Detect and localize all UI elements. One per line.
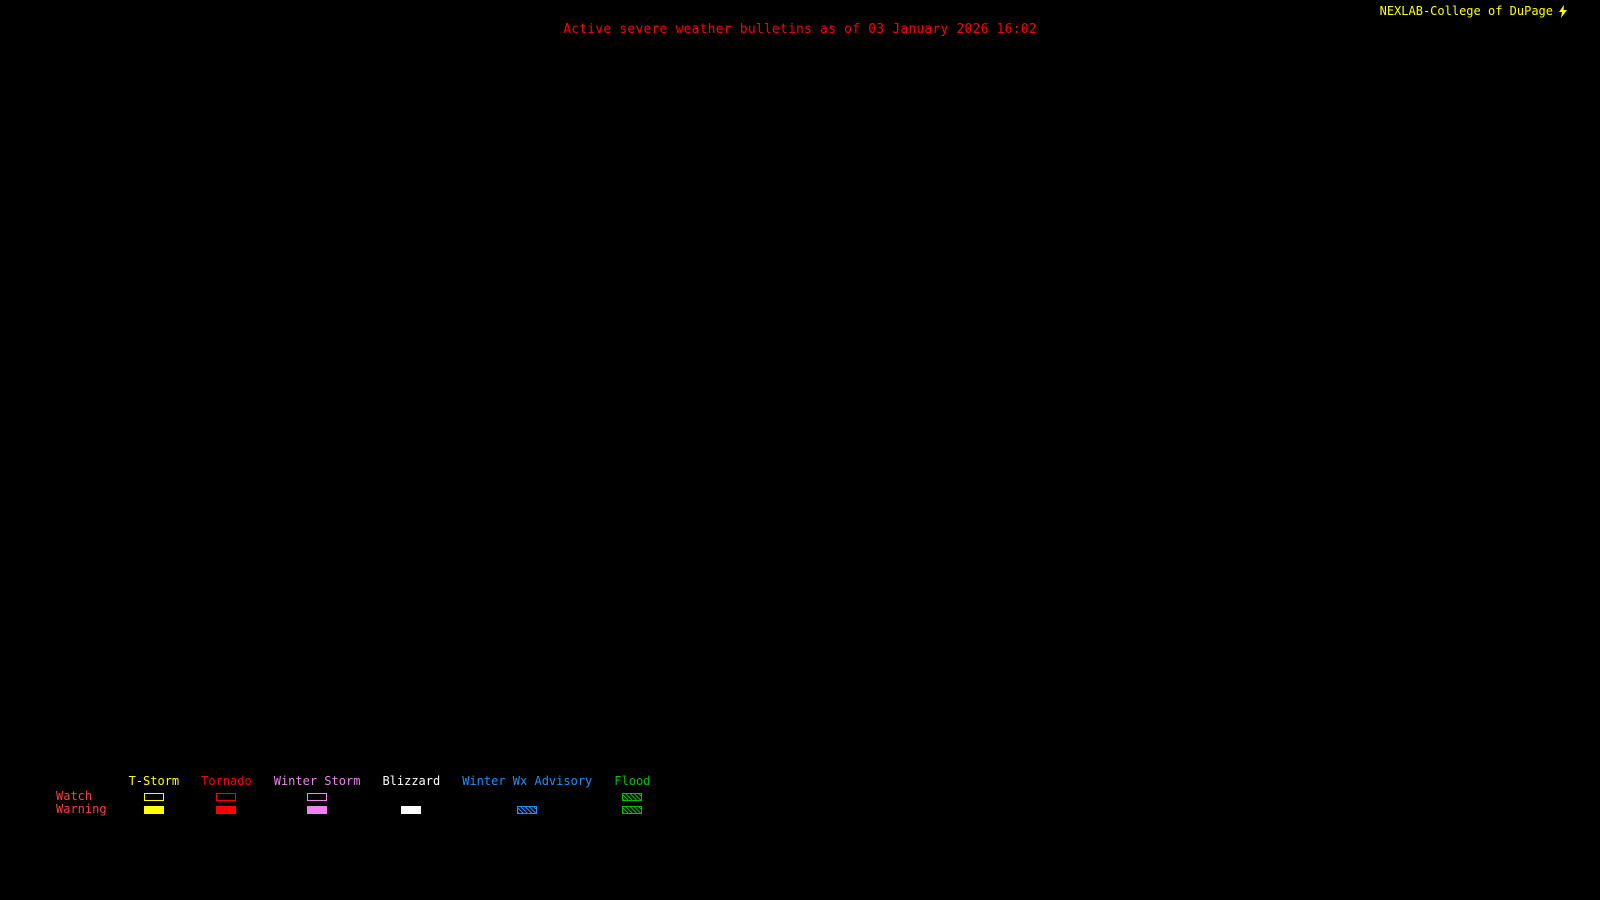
legend-row-label-watch: Watch [56, 789, 93, 803]
flood-watch-swatch [622, 792, 643, 801]
flood-warning-swatch [622, 805, 643, 814]
legend-col-flood: Flood [614, 774, 650, 816]
attribution: NEXLAB-College of DuPage [1380, 4, 1568, 18]
legend-col-label: Flood [614, 774, 651, 788]
legend-col-label: T-Storm [128, 774, 180, 788]
tornado-warning-cell [216, 803, 237, 816]
legend-row-label-warning: Warning [56, 802, 107, 816]
bulletin-title: Active severe weather bulletins as of 03… [563, 22, 1037, 37]
legend-col-winter-wx-advisory: Winter Wx Advisory [462, 774, 592, 816]
tornado-watch-cell [216, 790, 237, 803]
flood-warning-cell [622, 803, 643, 816]
legend-col-winter-storm: Winter Storm [273, 774, 361, 816]
tstorm-watch-swatch [143, 792, 164, 801]
legend: Watch Warning T-Storm Tornado Winter Sto… [56, 774, 650, 816]
winter-storm-watch-swatch [307, 792, 328, 801]
legend-col-label: Winter Wx Advisory [462, 774, 593, 788]
attribution-text: NEXLAB-College of DuPage [1379, 4, 1553, 18]
nexlab-logo-icon [1558, 4, 1568, 18]
legend-col-label: Tornado [201, 774, 252, 788]
tornado-watch-swatch [216, 792, 237, 801]
blizzard-warning-swatch [401, 805, 422, 814]
tstorm-warning-cell [143, 803, 164, 816]
legend-col-tstorm: T-Storm [128, 774, 180, 816]
legend-rowlabel-spacer [56, 774, 107, 790]
tstorm-watch-cell [143, 790, 164, 803]
legend-row-labels: Watch Warning [56, 774, 107, 816]
legend-col-label: Winter Storm [273, 774, 361, 788]
legend-col-blizzard: Blizzard [382, 774, 440, 816]
winter-storm-watch-cell [307, 790, 328, 803]
winter-wx-advisory-swatch [517, 805, 538, 814]
flood-watch-cell [622, 790, 643, 803]
legend-col-tornado: Tornado [201, 774, 252, 816]
tstorm-warning-swatch [143, 805, 164, 814]
blizzard-warning-cell [401, 803, 422, 816]
legend-col-label: Blizzard [382, 774, 441, 788]
tornado-warning-swatch [216, 805, 237, 814]
winter-storm-warning-cell [307, 803, 328, 816]
winter-wx-advisory-swatch-cell [517, 803, 538, 816]
winter-storm-warning-swatch [307, 805, 328, 814]
